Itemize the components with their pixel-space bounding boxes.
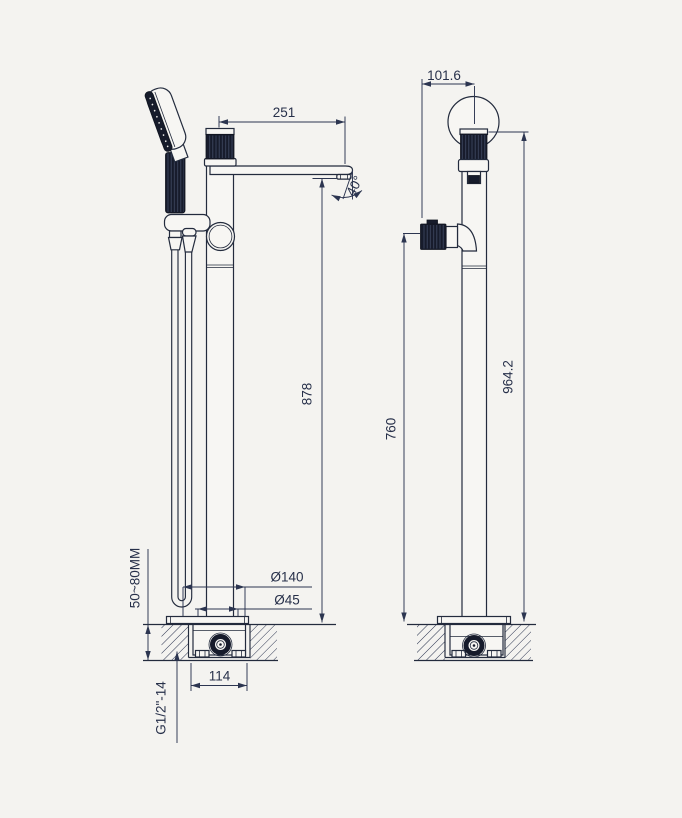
handle-collar <box>203 157 237 167</box>
base-cover-plate-side <box>436 615 512 625</box>
side-view <box>407 86 536 662</box>
spray-face <box>144 91 173 152</box>
dim-base-cover-diameter: Ø140 <box>182 570 312 616</box>
inlet-connector-side <box>462 633 486 658</box>
base-cover-plate <box>165 615 250 625</box>
dim-label-spout-reach: 251 <box>273 105 296 120</box>
dim-label-base-cover: Ø140 <box>270 570 303 585</box>
front-base <box>143 615 336 662</box>
dim-overall-height: 964.2 <box>488 131 529 622</box>
dim-label-body-height: 760 <box>384 418 399 441</box>
hand-shower-grip <box>165 152 186 214</box>
dim-label-outlet-height: 878 <box>300 383 315 406</box>
dim-spout-width: 101.6 <box>421 68 475 218</box>
hose-connectors <box>167 227 197 253</box>
dim-label-spout-width: 101.6 <box>427 68 461 83</box>
side-elbow <box>420 219 478 252</box>
side-collar <box>457 158 490 173</box>
dim-base-width: 114 <box>190 663 248 691</box>
hand-shower-hose <box>171 250 193 608</box>
hand-shower-head <box>144 87 189 163</box>
front-view <box>143 87 354 662</box>
side-handle <box>460 133 488 161</box>
dim-outlet-height: 878 <box>300 178 337 623</box>
dim-floor-thickness: 50~80MM <box>128 548 151 661</box>
dim-swivel-angle: 40° <box>331 169 366 202</box>
dim-column-diameter: Ø45 <box>195 593 312 616</box>
dim-inlet-thread: G1/2"-14 <box>154 651 180 743</box>
handle-cap <box>205 127 235 136</box>
dim-body-height: 760 <box>384 233 420 622</box>
temperature-handle <box>205 134 235 160</box>
dim-label-overall-height: 964.2 <box>501 360 516 394</box>
dim-spout-reach: 251 <box>218 105 346 164</box>
dim-label-base-width: 114 <box>209 669 231 684</box>
inlet-connector <box>208 632 233 657</box>
dim-label-floor-thickness: 50~80MM <box>128 548 143 608</box>
diverter-knob <box>205 221 236 252</box>
dimension-annotations: 251 40° 878 Ø140 Ø45 <box>128 68 529 743</box>
dim-label-inlet-thread: G1/2"-14 <box>154 681 169 735</box>
dim-label-column-diameter: Ø45 <box>274 593 300 608</box>
side-base <box>407 615 536 662</box>
spout-outlet <box>336 173 352 180</box>
